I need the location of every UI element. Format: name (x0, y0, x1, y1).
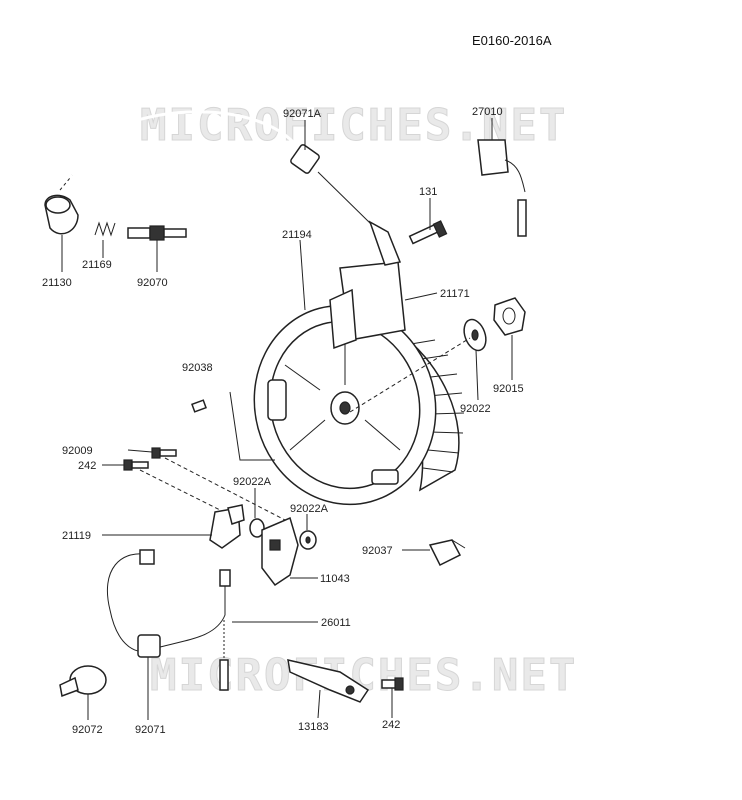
spring-21169 (94, 221, 116, 237)
label-21130: 21130 (42, 277, 72, 289)
label-92037: 92037 (362, 545, 393, 557)
label-92022: 92022 (460, 403, 491, 415)
label-92022A-right: 92022A (290, 503, 329, 515)
label-21171: 21171 (440, 288, 470, 300)
label-21119: 21119 (62, 530, 91, 542)
clamp-92037 (428, 539, 466, 567)
diagram-reference-code: E0160-2016A (472, 33, 552, 48)
grommet-92071A (290, 144, 320, 174)
nut-92015 (493, 297, 526, 336)
key-leader (229, 391, 275, 461)
flywheel-assembly (253, 304, 465, 506)
wire-harness-26011 (106, 549, 231, 691)
spark-plug-92070 (127, 225, 187, 241)
washer-92022A-left (249, 518, 265, 538)
label-13183: 13183 (298, 721, 329, 733)
part-labels: 92071A 27010 131 21194 21171 21130 21169… (42, 106, 524, 736)
label-92070: 92070 (137, 277, 168, 289)
screw-242-upper (123, 459, 149, 471)
label-21169: 21169 (82, 259, 112, 271)
washer-92022A-right (299, 530, 317, 550)
label-11043: 11043 (320, 573, 350, 585)
bracket-11043 (261, 516, 299, 587)
label-92009: 92009 (62, 445, 93, 457)
label-92038: 92038 (182, 362, 213, 374)
label-21194: 21194 (282, 229, 312, 241)
ignition-cable (59, 110, 373, 226)
ignition-coil-21171 (329, 220, 406, 350)
plug-cap-21130 (44, 194, 79, 235)
screw-242-lower (381, 677, 404, 691)
stop-switch-21119 (209, 504, 245, 549)
plate-13183 (287, 659, 370, 703)
label-92022A-left: 92022A (233, 476, 272, 488)
key-92038 (191, 399, 207, 413)
axis-line (349, 337, 471, 413)
label-92071A: 92071A (283, 108, 322, 120)
washer-92022 (463, 318, 487, 352)
label-92072: 92072 (72, 724, 103, 736)
label-242-upper: 242 (78, 460, 96, 472)
connector-27010 (477, 139, 527, 237)
bolt-131 (408, 220, 448, 245)
label-92071: 92071 (135, 724, 166, 736)
leader-lines (61, 118, 513, 720)
screw-92009 (151, 447, 177, 459)
label-27010: 27010 (472, 106, 503, 118)
label-26011: 26011 (321, 617, 351, 629)
label-131: 131 (419, 186, 437, 198)
label-242-lower: 242 (382, 719, 400, 731)
screw-axis-line (164, 457, 286, 521)
label-92015: 92015 (493, 383, 524, 395)
watermark-top: MICROFICHES.NET (140, 100, 567, 151)
clamp-92072 (59, 665, 107, 698)
